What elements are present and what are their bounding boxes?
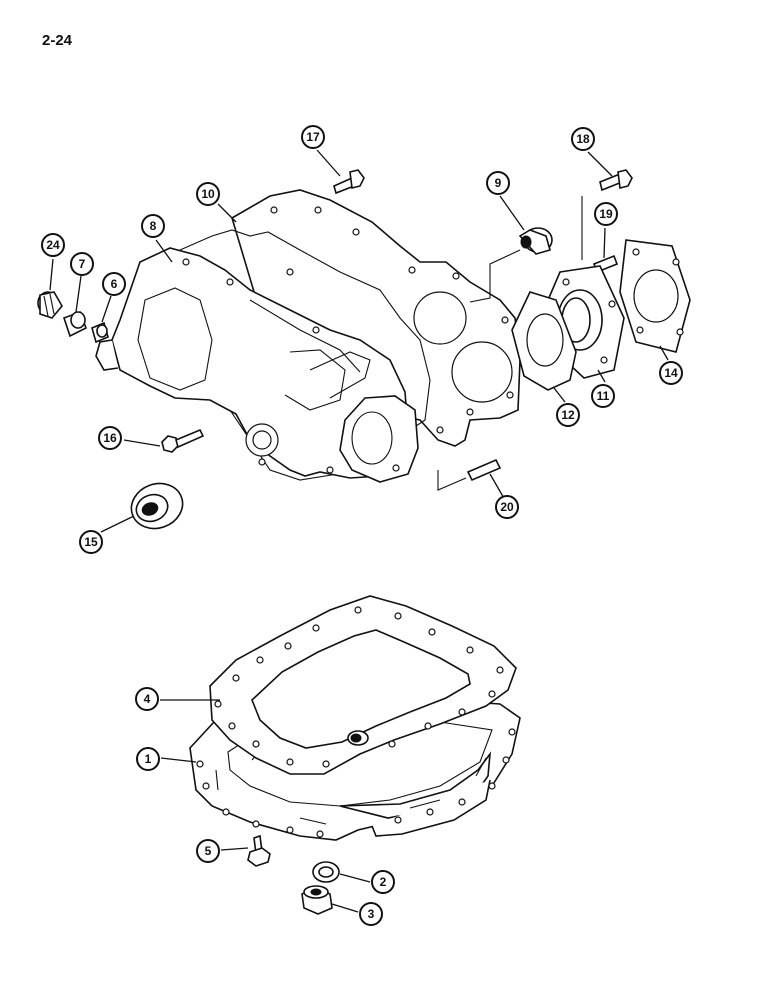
callout-10: 10 xyxy=(196,182,220,206)
bearing xyxy=(518,227,553,255)
callout-14-label: 14 xyxy=(664,366,678,380)
callout-7-label: 7 xyxy=(79,257,86,271)
callout-3-label: 3 xyxy=(368,907,375,921)
callout-12: 12 xyxy=(556,403,580,427)
callout-11: 11 xyxy=(591,384,615,408)
square-gasket xyxy=(619,239,691,353)
front-cover-housing xyxy=(95,247,419,483)
callout-15: 15 xyxy=(79,530,103,554)
callout-5-label: 5 xyxy=(205,844,212,858)
drain-washer xyxy=(312,861,340,883)
callout-19: 19 xyxy=(594,202,618,226)
callout-16-label: 16 xyxy=(103,431,117,445)
callout-2: 2 xyxy=(371,870,395,894)
callout-2-label: 2 xyxy=(380,875,387,889)
callout-5: 5 xyxy=(196,839,220,863)
callout-9-label: 9 xyxy=(495,176,502,190)
adapter-gasket xyxy=(511,291,577,391)
stud-20 xyxy=(466,458,502,482)
bolt-17 xyxy=(333,169,365,195)
leader-lines xyxy=(49,149,669,913)
callout-3: 3 xyxy=(359,902,383,926)
callout-10-label: 10 xyxy=(201,187,215,201)
cover-bolt xyxy=(161,428,205,453)
housing-gasket-edge xyxy=(179,229,431,481)
page-number: 2-24 xyxy=(42,32,73,49)
callout-12-label: 12 xyxy=(561,408,575,422)
drain-plug xyxy=(301,885,333,915)
threaded-plug xyxy=(37,291,63,319)
callout-19-label: 19 xyxy=(599,207,613,221)
callout-8-label: 8 xyxy=(150,219,157,233)
dowel-ring xyxy=(91,321,109,344)
callout-20: 20 xyxy=(495,495,519,519)
callout-20-label: 20 xyxy=(500,500,514,514)
callout-17: 17 xyxy=(301,125,325,149)
callout-15-label: 15 xyxy=(84,535,98,549)
callout-4: 4 xyxy=(135,687,159,711)
callout-6-label: 6 xyxy=(111,277,118,291)
callout-24-label: 24 xyxy=(46,238,60,252)
callout-14: 14 xyxy=(659,361,683,385)
callout-9: 9 xyxy=(486,171,510,195)
callout-1: 1 xyxy=(136,747,160,771)
callout-24: 24 xyxy=(41,233,65,257)
drain-bolt xyxy=(247,834,271,867)
bushing xyxy=(62,310,88,338)
callout-4-label: 4 xyxy=(144,692,151,706)
callout-1-label: 1 xyxy=(145,752,152,766)
oil-seal xyxy=(130,482,184,530)
bolt-18 xyxy=(599,169,633,192)
callout-7: 7 xyxy=(70,252,94,276)
callout-16: 16 xyxy=(98,426,122,450)
callout-17-label: 17 xyxy=(306,130,320,144)
callout-18-label: 18 xyxy=(576,132,590,146)
callout-8: 8 xyxy=(141,214,165,238)
callout-11-label: 11 xyxy=(597,389,610,403)
callout-6: 6 xyxy=(102,272,126,296)
callout-18: 18 xyxy=(571,127,595,151)
oil-pan-gasket xyxy=(209,595,517,775)
